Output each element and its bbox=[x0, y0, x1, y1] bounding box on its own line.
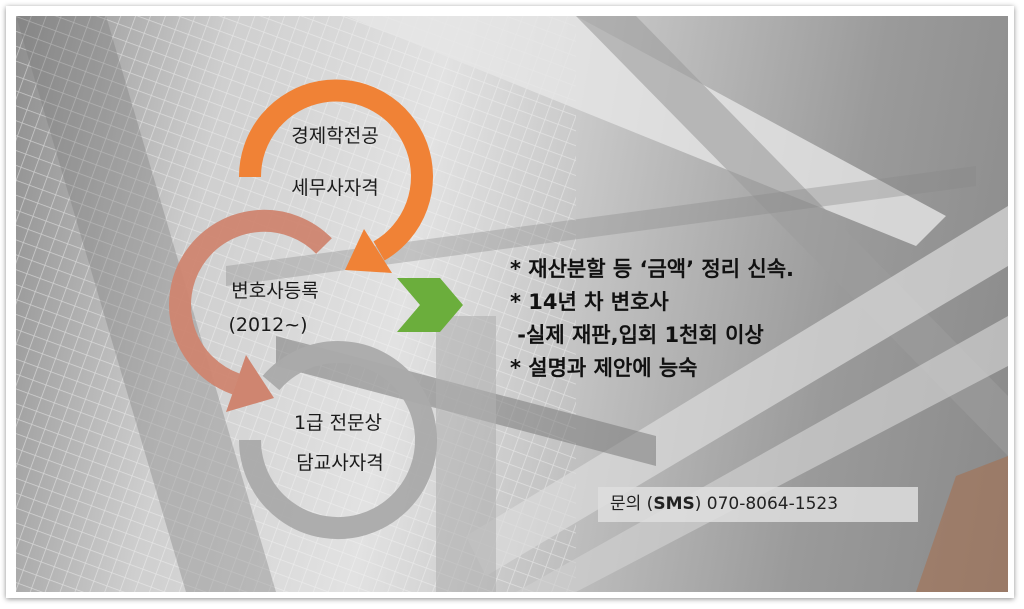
contact-sms: SMS bbox=[653, 494, 695, 514]
step2-line2: (2012~) bbox=[228, 314, 308, 336]
step2-line1: 변호사등록 bbox=[231, 280, 319, 302]
green-chevron-icon bbox=[397, 278, 463, 332]
orange-arrow bbox=[238, 79, 433, 273]
contact-phone: ) 070-8064-1523 bbox=[694, 494, 839, 514]
step3-line2: 담교사자격 bbox=[296, 452, 384, 474]
gray-arrow bbox=[239, 341, 437, 540]
feature-item: -실제 재판,입회 1천회 이상 bbox=[510, 323, 764, 347]
feature-item: * 설명과 제안에 능숙 bbox=[510, 356, 698, 380]
feature-item: * 14년 차 변호사 bbox=[510, 290, 669, 314]
contact-box: 문의 (SMS) 070-8064-1523 bbox=[598, 487, 918, 522]
step3-line1: 1급 전문상 bbox=[293, 412, 383, 434]
feature-item: * 재산분할 등 ‘금액’ 정리 신속. bbox=[510, 257, 794, 281]
step1-line2: 세무사자격 bbox=[291, 177, 379, 199]
salmon-arrow bbox=[169, 209, 332, 412]
step1-line1: 경제학전공 bbox=[291, 125, 379, 147]
contact-prefix: 문의 ( bbox=[610, 494, 654, 514]
feature-list: * 재산분할 등 ‘금액’ 정리 신속. * 14년 차 변호사 -실제 재판,… bbox=[510, 253, 794, 385]
